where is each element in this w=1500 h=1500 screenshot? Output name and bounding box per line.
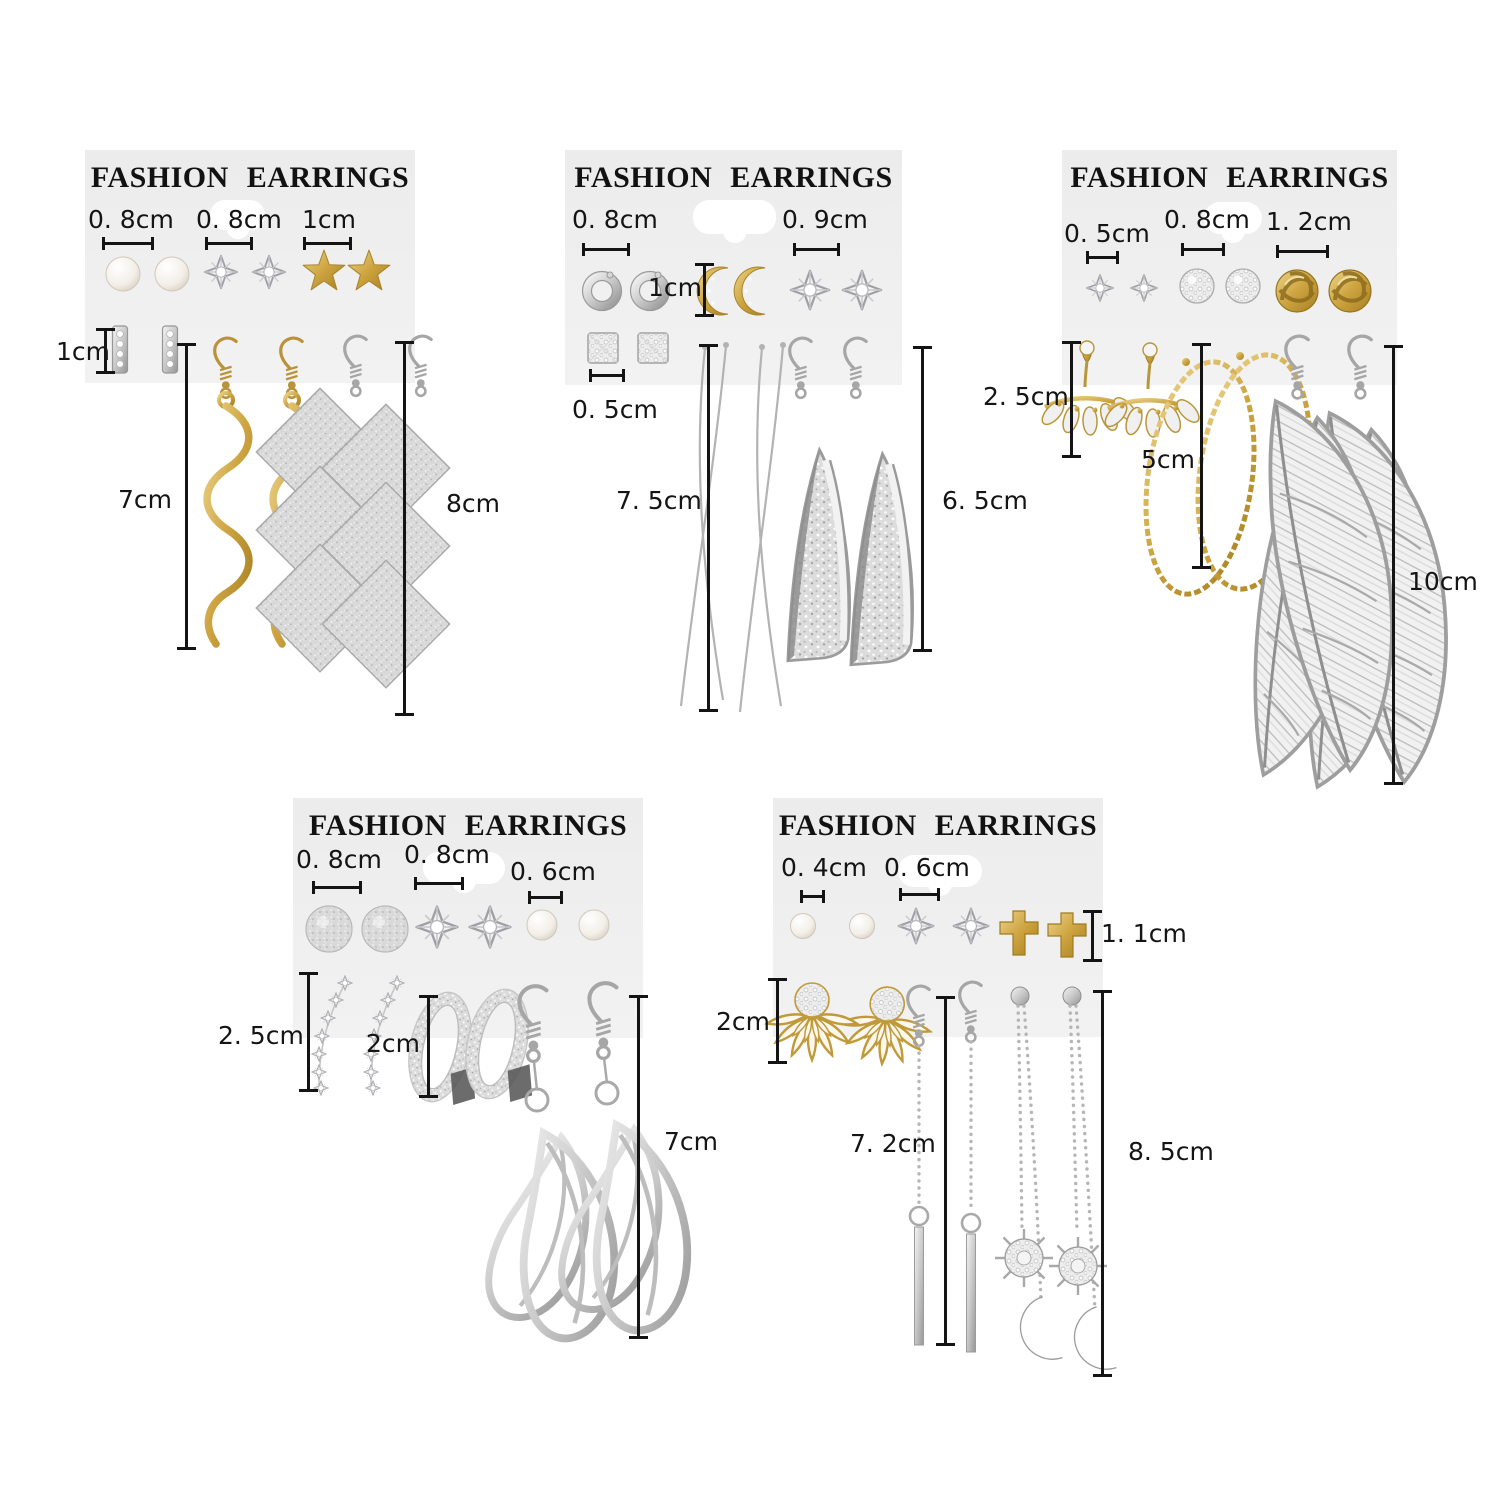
measure-bracket: [1181, 243, 1225, 256]
pearl-studs: [526, 909, 610, 941]
measure-line: [629, 995, 648, 1339]
gold-cross-studs: [999, 910, 1087, 958]
card-title: FASHION EARRINGS: [90, 161, 410, 194]
measure-label-wire-threaders: 7. 5cm: [616, 486, 702, 515]
measure-label-knot-studs: 1. 2cm: [1266, 207, 1352, 236]
twisted-teardrop-dangles: [478, 983, 697, 1343]
measure-label-climbers: 2. 5cm: [218, 1021, 304, 1050]
measure-label-crystal-studs: 0. 8cm: [404, 840, 490, 869]
pearl-studs: [790, 913, 875, 939]
measure-label-star-studs: 1cm: [302, 205, 357, 234]
measure-label-bar-studs: 1cm: [56, 337, 111, 366]
measure-label-pearl-studs: 0. 6cm: [510, 857, 596, 886]
pearl-studs: [105, 256, 190, 292]
measure-line: [419, 995, 438, 1098]
crystal-ball-studs: [1179, 268, 1261, 304]
measure-label-pearl-studs: 0. 8cm: [88, 205, 174, 234]
sun-moon-chain-dangles: [993, 986, 1118, 1379]
silver-diamond-dangles: [255, 334, 451, 689]
measure-label-hoops: 2cm: [366, 1029, 421, 1058]
measure-label-moon-studs: 1cm: [648, 273, 703, 302]
measure-label-ear-jackets: 2. 5cm: [983, 382, 1069, 411]
measure-bracket: [800, 890, 825, 903]
measure-label-bar-threaders: 7. 2cm: [850, 1129, 936, 1158]
measure-bracket: [414, 877, 464, 890]
measure-bracket: [303, 237, 352, 250]
measure-line: [1192, 343, 1211, 569]
measure-line: [913, 346, 932, 652]
crystal-studs: [203, 254, 287, 290]
measure-bracket: [528, 891, 563, 904]
measure-line: [1083, 910, 1102, 962]
earring-card-3: FASHION EARRINGS: [1062, 150, 1397, 385]
card-title: FASHION EARRINGS: [308, 809, 628, 842]
crystal-studs: [415, 905, 512, 949]
measure-line: [96, 328, 115, 374]
crystal-studs: [1086, 274, 1158, 302]
measure-label-crystal-studs: 0. 8cm: [196, 205, 282, 234]
measure-bracket: [899, 888, 940, 901]
gold-moon-studs: [696, 266, 766, 316]
measure-label-circle-studs: 0. 8cm: [572, 205, 658, 234]
measure-line: [1062, 341, 1081, 458]
measure-bracket: [1276, 245, 1329, 258]
measure-label-crystal-studs: 0. 5cm: [1064, 219, 1150, 248]
measure-label-diamond-dangles: 8cm: [446, 489, 501, 518]
measure-line: [1384, 345, 1403, 785]
hang-hole: [423, 852, 505, 884]
measure-line: [1093, 990, 1112, 1377]
measure-bracket: [1086, 251, 1119, 264]
measure-label-hoops: 5cm: [1141, 445, 1196, 474]
measure-bracket: [205, 237, 253, 250]
measure-line: [695, 263, 714, 317]
card-title: FASHION EARRINGS: [1070, 161, 1389, 194]
measure-label-square-studs: 0. 5cm: [572, 395, 658, 424]
stardust-ball-studs: [305, 905, 409, 953]
measure-bracket: [102, 237, 154, 250]
hang-hole: [210, 200, 265, 230]
card-title: FASHION EARRINGS: [778, 809, 1098, 842]
hang-hole: [1204, 202, 1262, 234]
gold-knot-studs: [1274, 268, 1373, 314]
measure-label-moon-dangles: 8. 5cm: [1128, 1137, 1214, 1166]
measure-label-pearl-studs: 0. 4cm: [781, 853, 867, 882]
hang-hole: [898, 855, 982, 887]
measure-line: [936, 996, 955, 1346]
measure-bracket: [312, 881, 362, 894]
measure-label-stardust-studs: 0. 8cm: [296, 845, 382, 874]
gold-star-studs: [302, 249, 391, 291]
measure-label-crystal-studs: 0. 6cm: [884, 853, 970, 882]
chain-bar-threaders: [906, 980, 983, 1353]
measure-label-triangle-dangles: 6. 5cm: [942, 486, 1028, 515]
measure-label-lotus-jackets: 2cm: [716, 1007, 771, 1036]
measure-bracket: [589, 369, 625, 382]
measure-label-cross-studs: 1. 1cm: [1101, 919, 1187, 948]
crystal-studs: [789, 269, 883, 311]
measure-bracket: [793, 243, 840, 256]
card-title: FASHION EARRINGS: [574, 161, 893, 194]
glitter-triangle-dangles: [788, 336, 912, 665]
measure-line: [299, 972, 318, 1092]
crystal-climber-earrings: [311, 975, 405, 1096]
measure-label-crystal-studs: 0. 9cm: [782, 205, 868, 234]
square-crystal-studs: [587, 332, 669, 364]
crystal-studs: [897, 907, 990, 945]
measure-line: [768, 978, 787, 1064]
crystal-bar-studs: [111, 325, 179, 374]
measure-label-leaf-dangles: 10cm: [1408, 567, 1478, 596]
measure-line: [177, 343, 196, 650]
measure-label-ball-studs: 0. 8cm: [1164, 205, 1250, 234]
curved-wire-threaders: [679, 342, 786, 713]
measure-bracket: [582, 243, 630, 256]
measure-line: [699, 344, 718, 712]
hang-hole: [693, 200, 776, 234]
measure-label-teardrops: 7cm: [664, 1127, 719, 1156]
measure-line: [395, 341, 414, 716]
measure-label-spiral-dangles: 7cm: [118, 485, 173, 514]
